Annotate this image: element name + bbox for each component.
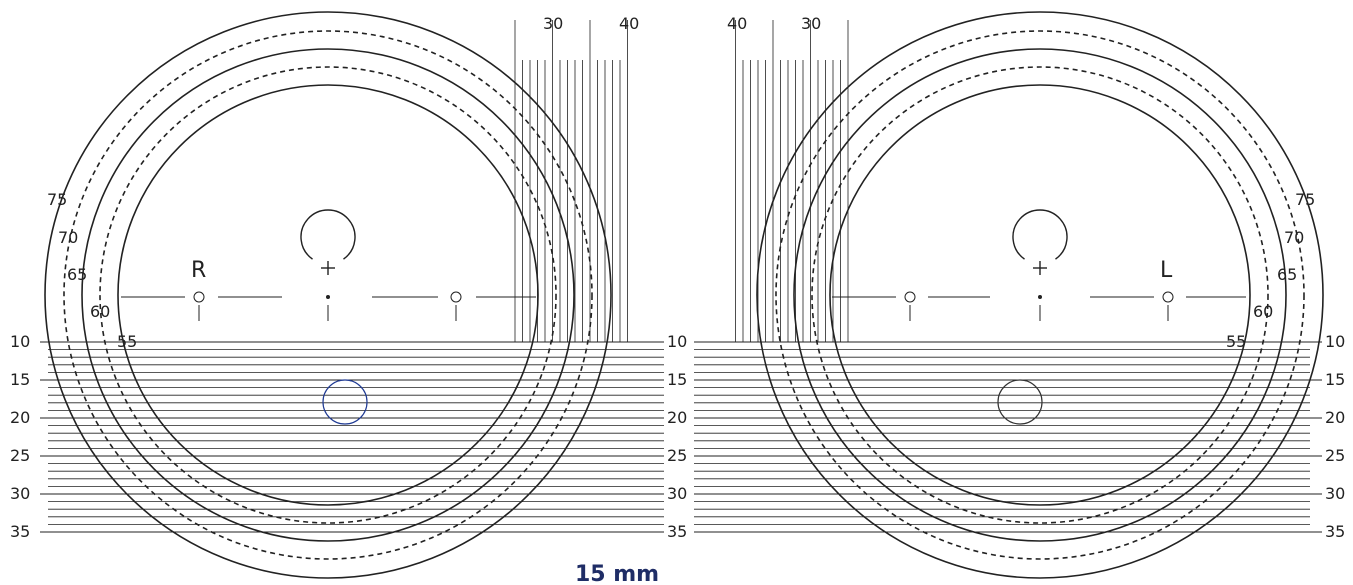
radius-label-55: 55 — [1226, 332, 1246, 351]
radius-label-70: 70 — [58, 228, 78, 247]
radius-label-75: 75 — [47, 190, 67, 209]
fitting-point-dot — [1038, 295, 1042, 299]
height-label-20: 20 — [10, 408, 30, 427]
circle-70 — [63, 30, 593, 560]
scale-caption: 15 mm — [575, 562, 659, 585]
distance-zone-arc — [300, 209, 356, 260]
circle-55 — [117, 84, 539, 506]
height-label-10: 10 — [1325, 332, 1345, 351]
circle-65 — [793, 48, 1287, 542]
height-label-35-inner: 35 — [667, 522, 687, 541]
circle-75 — [44, 11, 612, 579]
fitting-point-dot — [326, 295, 330, 299]
centration-marks — [121, 209, 536, 425]
near-reference-circle — [997, 379, 1043, 425]
side-label: L — [1160, 258, 1173, 283]
circle-70 — [775, 30, 1305, 560]
radius-label-55: 55 — [117, 332, 137, 351]
centration-marks — [832, 209, 1246, 425]
height-scale-lines — [694, 341, 1322, 533]
radius-label-65: 65 — [67, 265, 87, 284]
top-scale-label-30: 30 — [543, 14, 563, 33]
height-label-35: 35 — [10, 522, 30, 541]
circle-60 — [99, 66, 557, 524]
engraving-circle-mark — [904, 291, 916, 303]
height-label-25-inner: 25 — [667, 446, 687, 465]
radius-label-60: 60 — [90, 302, 110, 321]
distance-zone-arc — [1012, 209, 1068, 260]
height-label-30-inner: 30 — [667, 484, 687, 503]
radius-label-60: 60 — [1253, 302, 1273, 321]
height-label-20-inner: 20 — [667, 408, 687, 427]
height-label-20: 20 — [1325, 408, 1345, 427]
circle-65 — [81, 48, 575, 542]
height-label-15: 15 — [1325, 370, 1345, 389]
circle-75 — [756, 11, 1324, 579]
top-scale-label-40: 40 — [619, 14, 639, 33]
diameter-circles — [756, 11, 1324, 579]
lens-template-left: 10 15 20 25 30 35 75 70 65 60 55 40 30 L — [694, 11, 1345, 579]
height-label-30: 30 — [10, 484, 30, 503]
height-label-10-inner: 10 — [667, 332, 687, 351]
height-label-10: 10 — [10, 332, 30, 351]
height-label-30: 30 — [1325, 484, 1345, 503]
top-scale-label-30: 30 — [801, 14, 821, 33]
vertical-scale-lines — [514, 20, 628, 342]
height-scale-lines — [40, 341, 664, 533]
radius-label-70: 70 — [1284, 228, 1304, 247]
height-label-25: 25 — [10, 446, 30, 465]
top-scale-label-40: 40 — [727, 14, 747, 33]
height-label-15: 15 — [10, 370, 30, 389]
height-label-25: 25 — [1325, 446, 1345, 465]
side-label: R — [191, 258, 206, 283]
engraving-circle-mark — [1162, 291, 1174, 303]
height-label-15-inner: 15 — [667, 370, 687, 389]
near-reference-circle — [322, 379, 368, 425]
lens-template-right: 10 15 20 25 30 35 10 15 20 25 30 35 75 7… — [10, 11, 687, 579]
circle-55 — [829, 84, 1251, 506]
diameter-circles — [44, 11, 612, 579]
engraving-circle-mark — [193, 291, 205, 303]
circle-60 — [811, 66, 1269, 524]
radius-label-75: 75 — [1295, 190, 1315, 209]
vertical-scale-lines — [735, 20, 849, 342]
height-label-35: 35 — [1325, 522, 1345, 541]
engraving-circle-mark — [450, 291, 462, 303]
radius-label-65: 65 — [1277, 265, 1297, 284]
